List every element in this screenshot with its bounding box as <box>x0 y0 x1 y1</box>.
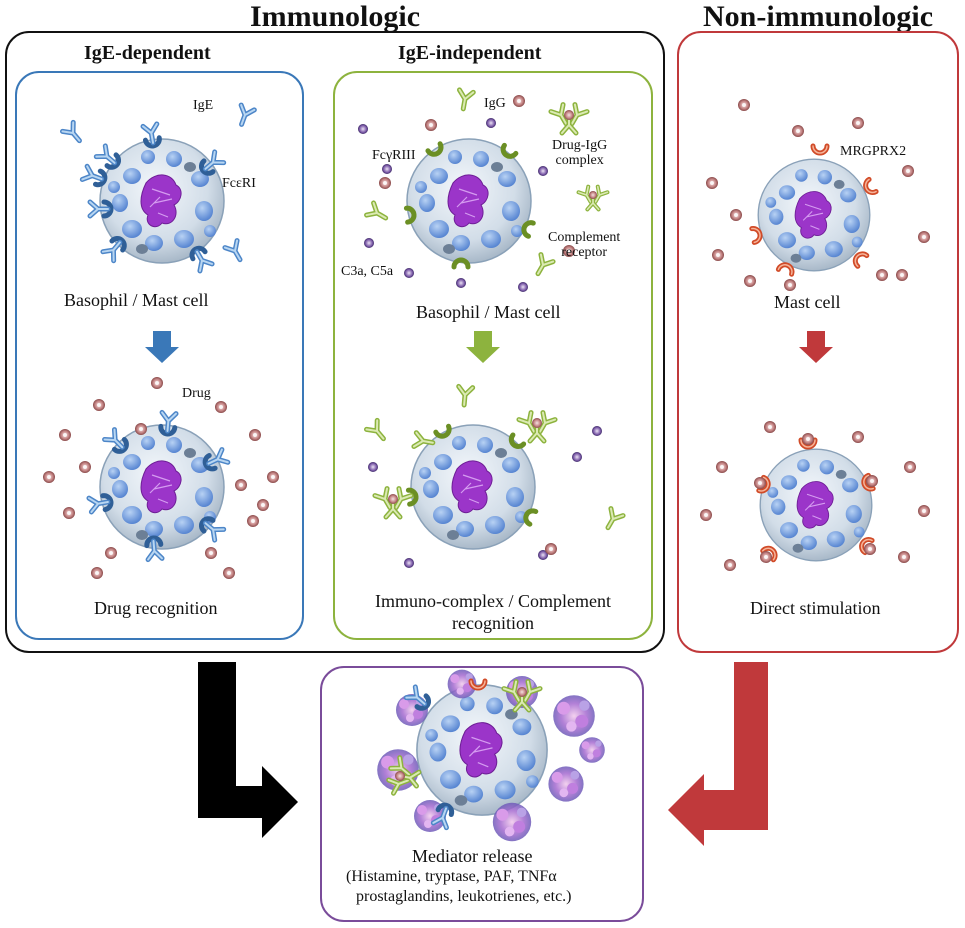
complement-label-line1: Complement <box>548 230 621 245</box>
ige-dependent-title: IgE-dependent <box>84 42 211 64</box>
mediator-release-line2: prostaglandins, leukotrienes, etc.) <box>356 888 572 905</box>
mast-cell-label: Mast cell <box>774 292 841 312</box>
mediator-release-line1: (Histamine, tryptase, PAF, TNFα <box>346 868 557 885</box>
complement-label-line2: receptor <box>561 245 608 260</box>
igg-label: IgG <box>484 96 506 111</box>
fcgriii-label: FcγRIII <box>372 148 416 163</box>
ige-independent-title: IgE-independent <box>398 42 542 64</box>
immunologic-flow-arrow <box>198 662 298 838</box>
immuno-complex-label: Immuno-complex / Complement recognition <box>358 590 628 634</box>
mediator-release-illustration <box>377 669 605 842</box>
mediator-release-box <box>320 666 644 922</box>
direct-stimulation-label: Direct stimulation <box>750 598 881 618</box>
non-immunologic-title: Non-immunologic <box>703 0 934 33</box>
immuno-complex-line1: Immuno-complex / Complement <box>375 591 611 611</box>
drug-recognition-label: Drug recognition <box>94 598 218 618</box>
drug-igg-label-line1: Drug-IgG <box>552 138 608 153</box>
c3a-c5a-label: C3a, C5a <box>341 264 394 279</box>
immuno-complex-line2: recognition <box>452 613 534 633</box>
drug-igg-label-line2: complex <box>555 153 604 168</box>
immunologic-box <box>5 31 665 653</box>
mediator-release-title: Mediator release <box>412 846 533 866</box>
ige-dependent-panel <box>15 71 304 640</box>
basophil-mast-cell-label-2: Basophil / Mast cell <box>416 302 561 322</box>
ige-independent-panel <box>333 71 653 640</box>
complement-receptor-label: Complement receptor <box>548 230 620 260</box>
fceri-label: FcεRI <box>222 176 256 191</box>
drug-igg-complex-label: Drug-IgG complex <box>552 138 607 168</box>
mrgprx2-label: MRGPRX2 <box>840 144 907 159</box>
drug-label: Drug <box>182 386 211 401</box>
immunologic-title: Immunologic <box>250 0 421 33</box>
non-immunologic-box <box>677 31 959 653</box>
non-immunologic-flow-arrow <box>668 662 768 846</box>
basophil-mast-cell-label-1: Basophil / Mast cell <box>64 290 209 310</box>
ige-label: IgE <box>193 98 214 113</box>
